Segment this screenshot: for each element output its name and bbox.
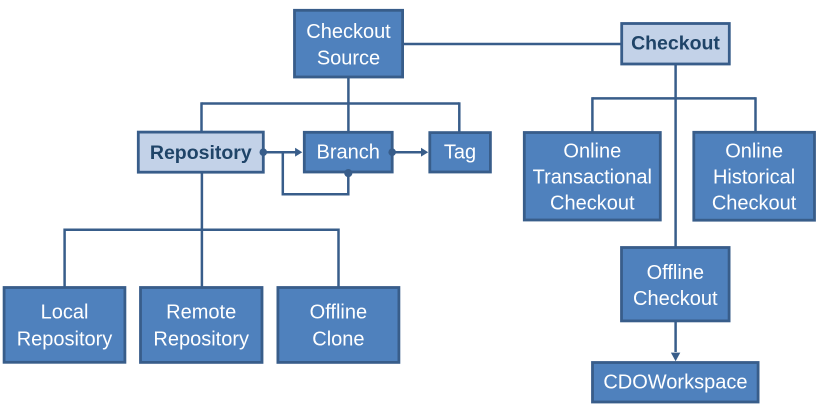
svg-text:Repository: Repository [153,328,249,350]
svg-text:Repository: Repository [17,328,113,350]
svg-text:Transactional: Transactional [533,166,652,188]
svg-text:Offline: Offline [647,262,704,284]
svg-text:Checkout: Checkout [712,192,797,214]
svg-text:Historical: Historical [713,166,795,188]
svg-text:Tag: Tag [444,141,476,163]
svg-text:Branch: Branch [317,141,380,163]
svg-text:Clone: Clone [312,328,364,350]
svg-text:CDOWorkspace: CDOWorkspace [603,372,747,394]
svg-text:Checkout: Checkout [550,192,635,214]
svg-text:Local: Local [41,301,89,323]
svg-text:Source: Source [317,47,380,69]
svg-text:Remote: Remote [166,301,236,323]
svg-text:Online: Online [725,140,783,162]
svg-text:Repository: Repository [150,142,252,164]
svg-text:Checkout: Checkout [633,288,718,310]
svg-text:Online: Online [563,140,621,162]
svg-text:Checkout: Checkout [631,33,720,55]
svg-text:Checkout: Checkout [306,21,391,43]
svg-text:Offline: Offline [310,301,367,323]
